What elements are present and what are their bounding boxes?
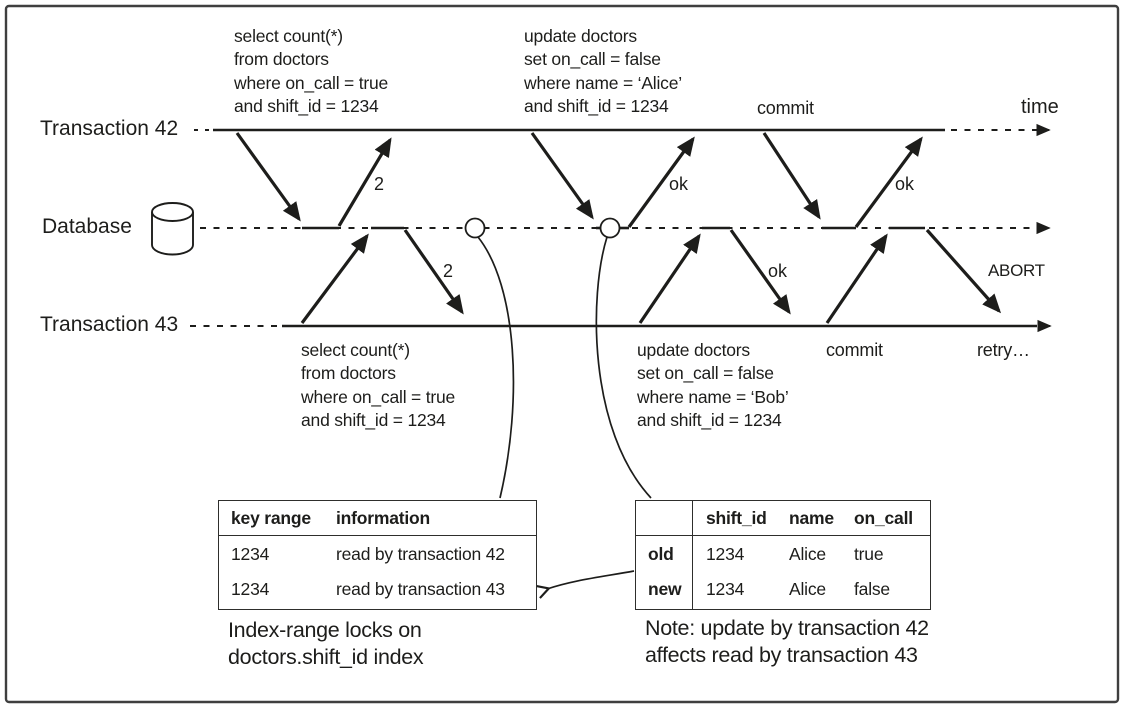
lock-table-row1-information: read by transaction 42 — [336, 544, 505, 564]
lock-table-row1-keyrange: 1234 — [231, 544, 270, 564]
connector-curves — [477, 236, 652, 589]
t42-update-sql-text: update doctors set on_call = false where… — [524, 26, 682, 116]
doctors-table-new-name: Alice — [789, 579, 826, 599]
lock-table-row2-keyrange: 1234 — [231, 579, 270, 599]
lock-table-header-keyrange: key range — [231, 508, 311, 528]
lock-table-row2-information: read by transaction 43 — [336, 579, 505, 599]
doctors-table-caption: Note: update by transaction 42 affects r… — [645, 616, 929, 667]
t42-commit-request-arrow — [762, 132, 821, 220]
t43-select-response-arrow — [403, 229, 464, 315]
doctors-table-header-oncall: on_call — [854, 508, 913, 528]
lock-table-header-information: information — [336, 508, 431, 528]
t42-update-response-label: ok — [669, 174, 689, 194]
t43-update-sql-text: update doctors set on_call = false where… — [637, 340, 789, 430]
lock-table-caption: Index-range locks on doctors.shift_id in… — [228, 618, 424, 669]
t43-select-request-arrow — [300, 233, 369, 324]
t43-abort-response-label: ABORT — [988, 261, 1045, 280]
t42-message-arrows — [235, 132, 923, 230]
lock-marker-circle-t42 — [464, 217, 486, 239]
t42-update-response-arrow — [627, 136, 695, 228]
doctors-table-old-name: Alice — [789, 544, 826, 564]
t42-select-response-arrow — [337, 137, 392, 227]
lock-circle2-to-doctors-table-curve — [595, 236, 652, 499]
t43-retry-label: retry… — [977, 340, 1030, 360]
t42-select-sql-text: select count(*) from doctors where on_ca… — [234, 26, 389, 116]
doctors-table-old-shiftid: 1234 — [706, 544, 745, 564]
t43-commit-label: commit — [826, 340, 883, 360]
t43-update-response-label: ok — [768, 261, 788, 281]
t43-select-sql-text: select count(*) from doctors where on_ca… — [301, 340, 456, 430]
t42-update-request-arrow — [530, 132, 594, 220]
cylinder-body — [151, 212, 194, 256]
t43-message-arrows — [300, 226, 1002, 324]
lock-table-header-divider — [219, 534, 536, 536]
figure-border — [4, 4, 1120, 704]
doctors-table-new-shiftid: 1234 — [706, 579, 745, 599]
t42-commit-response-arrow — [854, 136, 923, 228]
lock-table: key range information 1234 read by trans… — [218, 500, 537, 610]
doctors-table-new-oncall: false — [854, 579, 890, 599]
t43-update-response-arrow — [729, 229, 791, 315]
time-axis-label: time — [1021, 96, 1059, 118]
t42-select-response-label: 2 — [374, 174, 385, 194]
doctors-table: shift_id name on_call old 1234 Alice tru… — [635, 500, 931, 610]
t42-select-request-arrow — [235, 132, 301, 222]
lane-label-transaction43: Transaction 43 — [40, 313, 179, 336]
doctors-table-rowlabel-old: old — [648, 544, 674, 564]
doctors-table-old-oncall: true — [854, 544, 884, 564]
t42-commit-response-label: ok — [895, 174, 915, 194]
doctors-table-header-name: name — [789, 508, 834, 528]
lock-circle1-to-lock-table-curve — [477, 236, 515, 499]
t43-commit-request-arrow — [825, 233, 888, 324]
lock-marker-circle-t43 — [599, 217, 621, 239]
doctors-table-to-lock-table-arrow — [547, 570, 635, 589]
t43-select-response-label: 2 — [443, 261, 454, 281]
doctors-table-header-divider — [636, 534, 930, 536]
t42-commit-label: commit — [757, 98, 814, 118]
doctors-table-column-divider — [692, 501, 693, 609]
cylinder-top — [151, 202, 194, 222]
t43-abort-response-arrow — [925, 228, 1002, 314]
doctors-table-header-shiftid: shift_id — [706, 508, 767, 528]
lane-label-database: Database — [42, 215, 132, 238]
doctors-table-rowlabel-new: new — [648, 579, 682, 599]
database-cylinder-icon — [151, 202, 194, 256]
lane-label-transaction42: Transaction 42 — [40, 117, 179, 140]
t43-update-request-arrow — [638, 233, 701, 324]
